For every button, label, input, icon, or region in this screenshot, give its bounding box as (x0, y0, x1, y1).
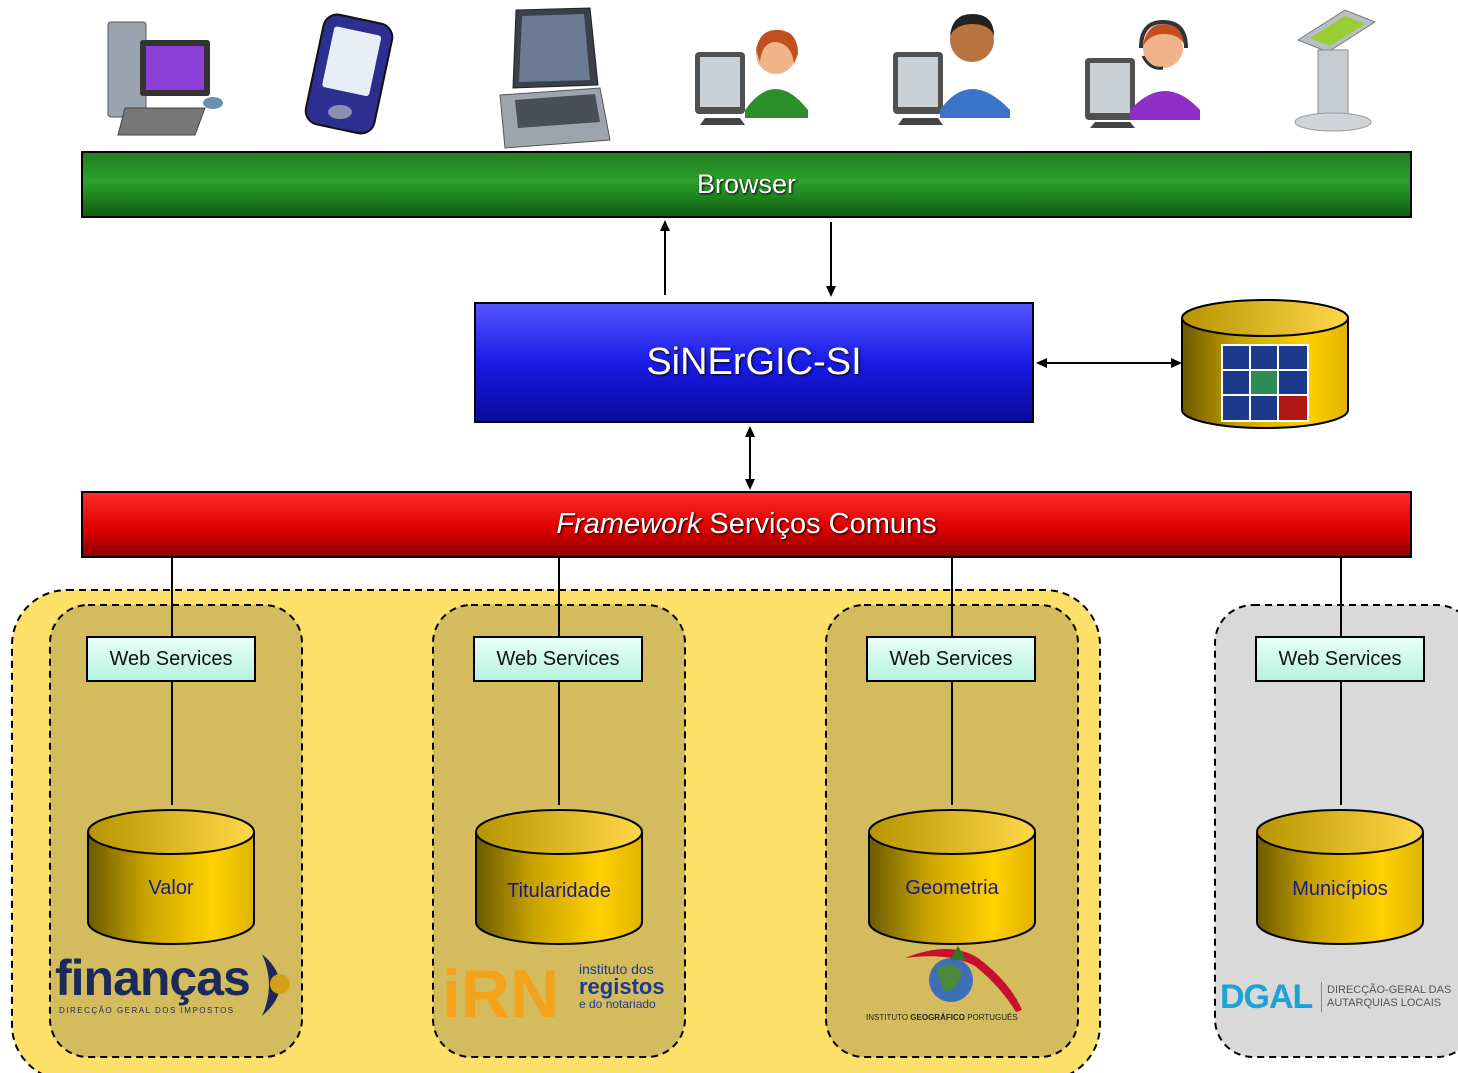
dgal-logo-line1: DIRECÇÃO-GERAL DAS (1327, 984, 1452, 996)
db-label-municipios: Municípios (1292, 878, 1388, 900)
web-services-label: Web Services (889, 647, 1013, 670)
irn-logo: instituto dos registos e do notariado (579, 962, 679, 1010)
igp-logo-c: PORTUGUÊS (964, 1013, 1018, 1022)
user-female-icon (695, 29, 808, 125)
desktop-computer-icon (107, 21, 223, 136)
framework-italic-label: Framework (556, 508, 702, 540)
financas-logo: finanças DIRECÇÃO GERAL DOS IMPOSTOS (55, 950, 255, 1030)
database-geometria (868, 809, 1036, 945)
sinergic-si-box: SiNErGIC-SI (474, 302, 1034, 423)
web-services-box-geometria: Web Services (866, 636, 1036, 682)
igp-logo: INSTITUTO GEOGRÁFICO PORTUGUÊS (866, 1013, 1046, 1022)
database-valor (87, 809, 255, 945)
browser-label: Browser (696, 169, 797, 199)
sinergic-label: SiNErGIC-SI (646, 341, 862, 383)
db-label-titularidade: Titularidade (507, 880, 611, 902)
kiosk-icon (1294, 9, 1377, 132)
irn-logo-line1: instituto dos (579, 961, 654, 977)
irn-logo-icon: iRN (442, 956, 559, 1025)
irn-logo-line2: registos (579, 974, 665, 999)
igp-logo-b: GEOGRÁFICO (910, 1013, 965, 1022)
database-titularidade (475, 809, 643, 945)
web-services-box-municipios: Web Services (1255, 636, 1425, 682)
dgal-divider (1321, 982, 1322, 1012)
web-services-label: Web Services (109, 647, 233, 670)
call-center-icon (1085, 19, 1200, 128)
igp-globe-icon (905, 946, 1022, 1012)
parcel-map-icon (1221, 344, 1309, 422)
framework-label: Serviços Comuns (709, 508, 937, 540)
dgal-logo-name: DGAL (1220, 978, 1313, 1016)
pda-icon (304, 13, 394, 135)
dgal-logo-line2: AUTARQUIAS LOCAIS (1327, 997, 1442, 1009)
irn-logo-line3: e do notariado (579, 997, 656, 1011)
web-services-label: Web Services (1278, 647, 1402, 670)
dgal-logo: DGAL (1220, 978, 1313, 1017)
financas-logo-sub: DIRECÇÃO GERAL DOS IMPOSTOS (59, 1006, 235, 1015)
financas-emblem-icon (262, 954, 290, 1016)
db-label-geometria: Geometria (905, 877, 999, 899)
user-male-icon (893, 14, 1010, 125)
framework-bar: Framework Serviços Comuns (81, 491, 1412, 558)
dgal-logo-text: DIRECÇÃO-GERAL DAS AUTARQUIAS LOCAIS (1327, 984, 1451, 1010)
svg-text:iRN: iRN (442, 956, 559, 1025)
web-services-box-valor: Web Services (86, 636, 256, 682)
web-services-label: Web Services (496, 647, 620, 670)
igp-logo-a: INSTITUTO (866, 1013, 911, 1022)
browser-bar: Browser (81, 151, 1412, 218)
web-services-box-titularidade: Web Services (473, 636, 643, 682)
financas-logo-name: finanças (55, 950, 251, 1006)
laptop-icon (499, 7, 611, 149)
sinergic-database (1181, 299, 1349, 429)
database-municipios (1256, 809, 1424, 945)
db-label-valor: Valor (148, 877, 194, 899)
